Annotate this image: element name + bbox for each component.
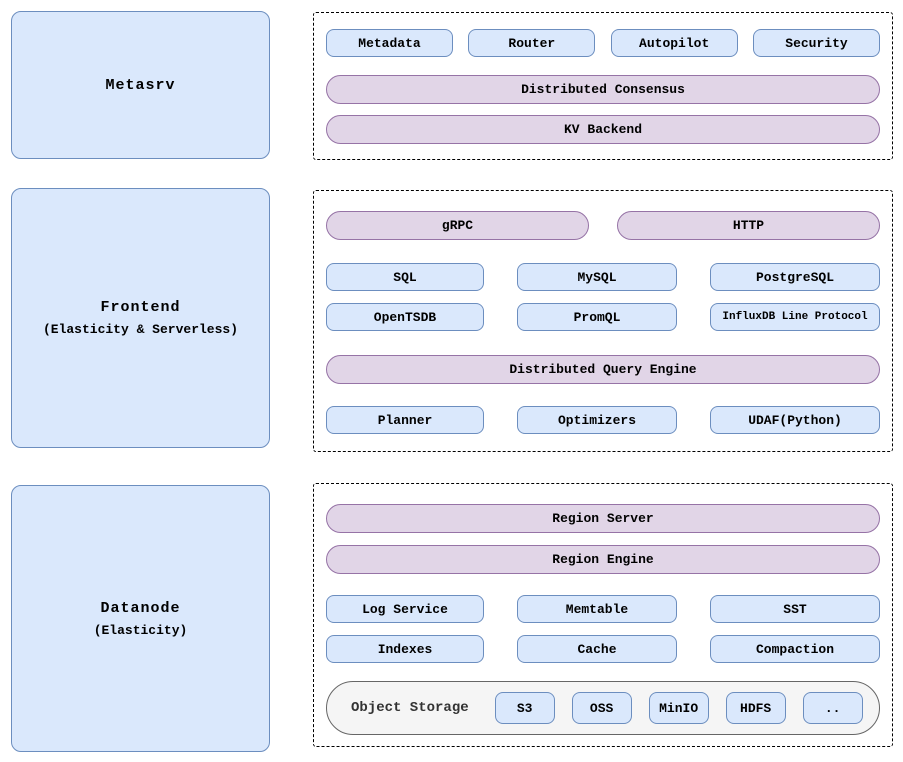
datanode-panel: Region Server Region Engine Log Service … bbox=[313, 483, 893, 747]
box-router: Router bbox=[468, 29, 596, 57]
box-promql: PromQL bbox=[517, 303, 677, 331]
box-cache: Cache bbox=[517, 635, 677, 663]
frontend-sublabel: (Elasticity & Serverless) bbox=[42, 322, 239, 337]
object-storage-container: Object Storage S3 OSS MinIO HDFS .. bbox=[326, 681, 880, 735]
box-hdfs: HDFS bbox=[725, 692, 786, 724]
frontend-transport-row: gRPC HTTP bbox=[326, 211, 880, 240]
frontend-panel: gRPC HTTP SQL MySQL PostgreSQL OpenTSDB … bbox=[313, 190, 893, 452]
datanode-box: Datanode (Elasticity) bbox=[11, 485, 270, 752]
box-sql: SQL bbox=[326, 263, 484, 291]
datanode-components-row1: Log Service Memtable SST bbox=[326, 595, 880, 623]
object-storage-label: Object Storage bbox=[351, 700, 469, 716]
box-oss: OSS bbox=[571, 692, 632, 724]
metasrv-components-row: Metadata Router Autopilot Security bbox=[326, 29, 880, 57]
frontend-engine-row: Planner Optimizers UDAF(Python) bbox=[326, 406, 880, 434]
box-other-storage: .. bbox=[802, 692, 863, 724]
box-metadata: Metadata bbox=[326, 29, 453, 57]
box-postgresql: PostgreSQL bbox=[710, 263, 880, 291]
pill-distributed-consensus: Distributed Consensus bbox=[326, 75, 880, 104]
object-storage-providers: S3 OSS MinIO HDFS .. bbox=[494, 692, 863, 724]
pill-distributed-query-engine: Distributed Query Engine bbox=[326, 355, 880, 384]
box-compaction: Compaction bbox=[710, 635, 880, 663]
box-memtable: Memtable bbox=[517, 595, 677, 623]
datanode-sublabel: (Elasticity) bbox=[93, 622, 188, 638]
pill-http: HTTP bbox=[617, 211, 880, 240]
box-mysql: MySQL bbox=[517, 263, 677, 291]
datanode-label: Datanode bbox=[100, 599, 181, 617]
box-influxdb-line-protocol: InfluxDB Line Protocol bbox=[710, 303, 880, 331]
box-udaf-python: UDAF(Python) bbox=[710, 406, 880, 434]
box-autopilot: Autopilot bbox=[610, 29, 738, 57]
pill-region-server: Region Server bbox=[326, 504, 880, 533]
frontend-label: Frontend bbox=[100, 299, 181, 316]
box-security: Security bbox=[752, 29, 880, 57]
datanode-components-row2: Indexes Cache Compaction bbox=[326, 635, 880, 663]
frontend-protocols-row1: SQL MySQL PostgreSQL bbox=[326, 263, 880, 291]
frontend-protocols-row2: OpenTSDB PromQL InfluxDB Line Protocol bbox=[326, 303, 880, 331]
pill-kv-backend: KV Backend bbox=[326, 115, 880, 144]
pill-grpc: gRPC bbox=[326, 211, 589, 240]
metasrv-panel: Metadata Router Autopilot Security Distr… bbox=[313, 12, 893, 160]
frontend-box: Frontend (Elasticity & Serverless) bbox=[11, 188, 270, 448]
box-planner: Planner bbox=[326, 406, 484, 434]
box-s3: S3 bbox=[494, 692, 555, 724]
box-opentsdb: OpenTSDB bbox=[326, 303, 484, 331]
box-minio: MinIO bbox=[648, 692, 709, 724]
box-log-service: Log Service bbox=[326, 595, 484, 623]
metasrv-box: Metasrv bbox=[11, 11, 270, 159]
box-sst: SST bbox=[710, 595, 880, 623]
metasrv-label: Metasrv bbox=[105, 76, 176, 94]
box-indexes: Indexes bbox=[326, 635, 484, 663]
box-optimizers: Optimizers bbox=[517, 406, 677, 434]
pill-region-engine: Region Engine bbox=[326, 545, 880, 574]
